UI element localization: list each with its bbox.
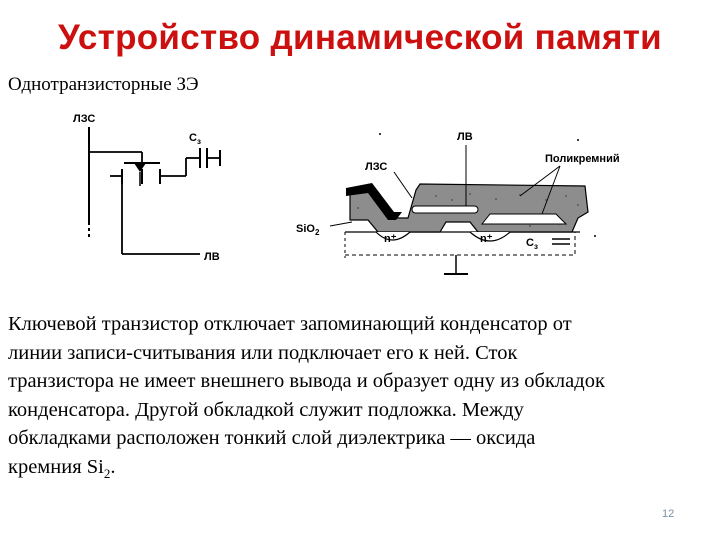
- schematic-cap-label: Cз: [189, 132, 201, 146]
- dram-cell-cross-section: n⁺ n⁺ Cз ЛВ ЛЗС Поликремний SiO2: [296, 131, 620, 275]
- polysilicon-label: Поликремний: [545, 153, 620, 165]
- schematic-lzs-label: ЛЗС: [73, 113, 95, 125]
- cross-section-lzs-label: ЛЗС: [365, 161, 387, 173]
- n-plus-region-1: n⁺: [384, 233, 397, 245]
- cross-section-cap-label: Cз: [526, 237, 538, 251]
- paragraph-line: Ключевой транзистор отключает запоминающ…: [8, 313, 572, 335]
- cross-section-lv-label: ЛВ: [457, 131, 473, 143]
- dram-cell-schematic: ЛЗС Cз ЛВ: [73, 113, 221, 263]
- description-paragraph: Ключевой транзистор отключает запоминающ…: [8, 310, 714, 489]
- paragraph-line: транзистора не имеет внешнего вывода и о…: [8, 370, 605, 393]
- sio2-label: SiO2: [296, 223, 320, 237]
- paragraph-line: обкладками расположен тонкий слой диэлек…: [8, 427, 536, 450]
- slide-subtitle: Однотранзисторные ЗЭ: [8, 74, 199, 95]
- memory-cell-diagram: ЛЗС Cз ЛВ: [73, 113, 620, 275]
- n-plus-region-2: n⁺: [480, 233, 493, 245]
- slide-title: Устройство динамической памяти: [58, 18, 662, 57]
- schematic-lv-label: ЛВ: [204, 251, 220, 263]
- paragraph-line: конденсатора. Другой обкладкой служит по…: [8, 398, 524, 421]
- paragraph-line-last: кремния Si2.: [8, 455, 116, 482]
- paragraph-line: линии записи-считывания или подключает е…: [8, 341, 518, 364]
- page-number: 12: [662, 508, 675, 520]
